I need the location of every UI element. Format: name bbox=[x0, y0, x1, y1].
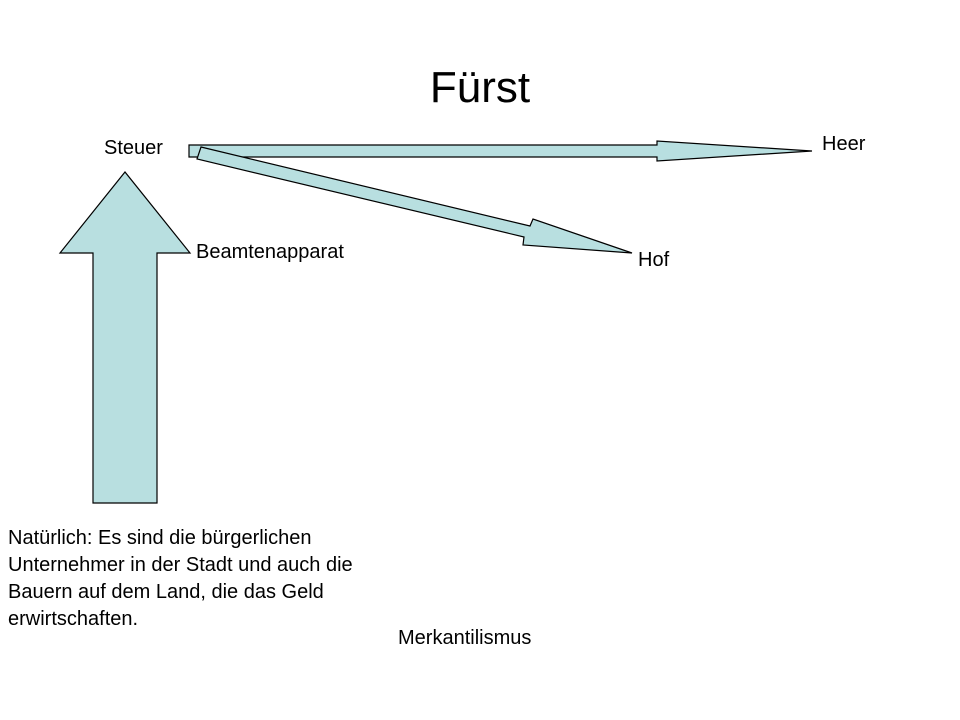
label-merkantilismus: Merkantilismus bbox=[398, 627, 532, 649]
arrow-steuer-to-hof bbox=[196, 146, 633, 254]
slide-title: Fürst bbox=[429, 63, 531, 112]
label-beamtenapparat: Beamtenapparat bbox=[196, 241, 344, 263]
label-hof: Hof bbox=[638, 249, 670, 271]
label-steuer: Steuer bbox=[104, 137, 163, 159]
label-heer: Heer bbox=[822, 133, 866, 155]
up-arrow-to-steuer bbox=[58, 171, 192, 504]
arrow-steuer-to-heer bbox=[188, 140, 813, 162]
explanation-note: Natürlich: Es sind die bürgerlichen Unte… bbox=[8, 527, 353, 630]
